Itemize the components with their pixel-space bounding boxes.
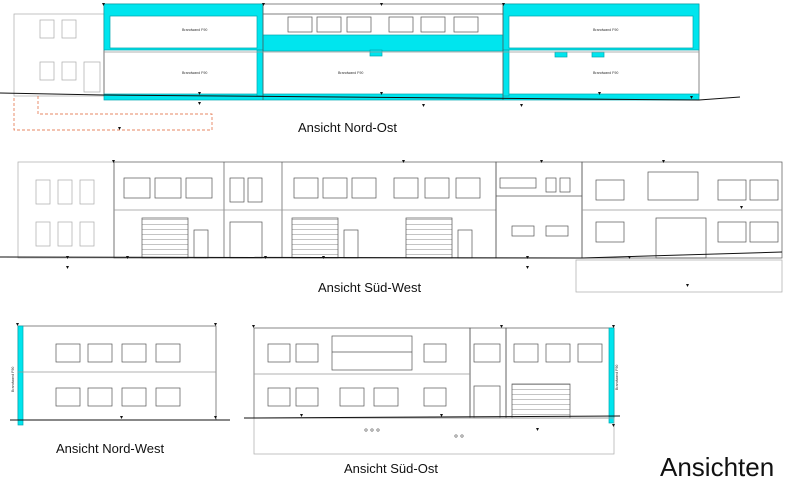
right-windows: [575, 171, 783, 293]
upper-windows-center: [287, 16, 479, 33]
wall-label: Brandwand F90: [338, 71, 363, 75]
basement-openings: [364, 428, 464, 438]
wall-label: Brandwand F90: [615, 365, 619, 390]
fire-wall: [17, 325, 24, 421]
building-left-outline: [17, 161, 115, 259]
level-markers: [66, 160, 743, 287]
building-left-outline: [13, 13, 105, 97]
building-mid-outline: [495, 161, 583, 259]
ground-line: [0, 251, 783, 259]
mid-windows: [496, 177, 582, 237]
wall-label: Brandwand F90: [593, 28, 618, 32]
dashed-foundation: [13, 96, 213, 131]
wall-label: Brandwand F90: [182, 71, 207, 75]
caption-sued-west: Ansicht Süd-West: [318, 280, 422, 295]
fire-wall: [608, 327, 615, 419]
elevation-sued-west: [0, 160, 783, 293]
windows: [267, 335, 603, 419]
windows-left: [35, 179, 95, 247]
level-markers: [102, 3, 693, 130]
building-left-outline: [253, 327, 471, 419]
sheet-title: Ansichten: [660, 452, 775, 482]
caption-nord-west: Ansicht Nord-West: [56, 441, 165, 456]
wall-label: Brandwand F90: [182, 28, 207, 32]
elevation-nord-ost: Brandwand F90 Brandwand F90 Brandwand F9…: [0, 3, 741, 131]
caption-nord-ost: Ansicht Nord-Ost: [298, 120, 397, 135]
level-markers: [252, 325, 615, 431]
building-outline: [17, 325, 217, 421]
elevation-nord-west: Brandwand F90: [10, 323, 230, 426]
elevation-sued-ost: Brandwand F90: [243, 325, 621, 455]
caption-sued-ost: Ansicht Süd-Ost: [344, 461, 438, 476]
ground-line: [0, 92, 741, 101]
basement-outline: [253, 417, 615, 455]
upper-windows: [123, 177, 481, 203]
garage-doors: [141, 217, 473, 259]
windows: [55, 343, 181, 407]
wall-label: Brandwand F90: [11, 367, 15, 392]
wall-label: Brandwand F90: [593, 71, 618, 75]
stair-core-outline: [469, 327, 507, 419]
level-markers: [16, 323, 217, 419]
ground-line: [243, 415, 621, 419]
windows-left: [39, 19, 101, 93]
